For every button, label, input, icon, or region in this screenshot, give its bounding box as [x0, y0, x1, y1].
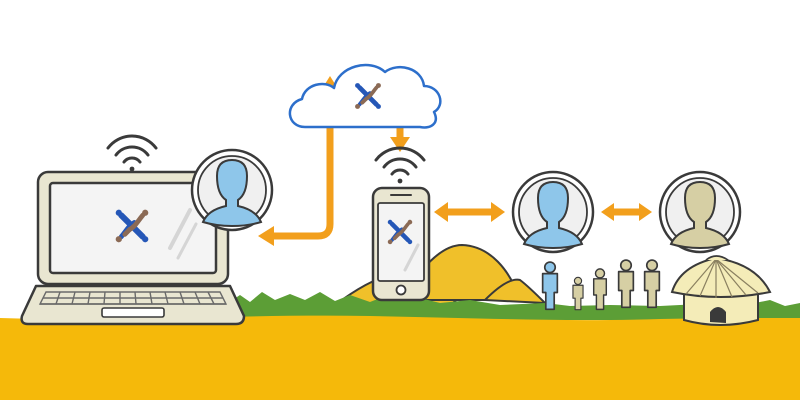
arrowhead-laptop	[258, 226, 274, 246]
phone-screen	[377, 202, 425, 282]
laptop-icon	[20, 134, 246, 326]
grass-strip	[225, 292, 800, 320]
user-avatar-laptop	[190, 148, 274, 232]
arrowhead-user-mid-left	[601, 203, 614, 221]
laptop-base	[20, 284, 246, 326]
hut-icon	[670, 255, 772, 326]
person-woman	[592, 268, 608, 311]
arrowhead-phone-right	[434, 202, 448, 222]
user-avatar-icon	[669, 180, 731, 250]
person-child	[572, 276, 584, 311]
phone-home-button	[395, 284, 407, 296]
person-blue	[541, 261, 559, 311]
hill-right	[482, 278, 548, 305]
laptop-keyboard	[38, 291, 228, 305]
phone-wifi-icon	[374, 146, 426, 185]
person-man-2	[643, 259, 661, 309]
arrowhead-user-left	[491, 202, 505, 222]
person-man-1	[617, 259, 635, 309]
ground	[0, 315, 800, 400]
arrowhead-phone-top	[390, 137, 410, 152]
laptop-trackpad	[101, 307, 165, 318]
landscape	[0, 243, 800, 400]
hut-door	[710, 307, 726, 323]
user-avatar-icon	[201, 158, 263, 228]
user-avatar-icon	[522, 180, 584, 250]
user-avatar-community	[658, 170, 742, 254]
cloud-icon	[288, 63, 442, 129]
arrowhead-user-far-right	[639, 203, 652, 221]
smartphone-icon	[371, 146, 431, 302]
arrow-laptop-cloud-shaft	[268, 86, 334, 240]
laptop-wifi-icon	[106, 134, 158, 173]
user-avatar-middle	[511, 170, 595, 254]
community-people-icon	[541, 259, 661, 311]
